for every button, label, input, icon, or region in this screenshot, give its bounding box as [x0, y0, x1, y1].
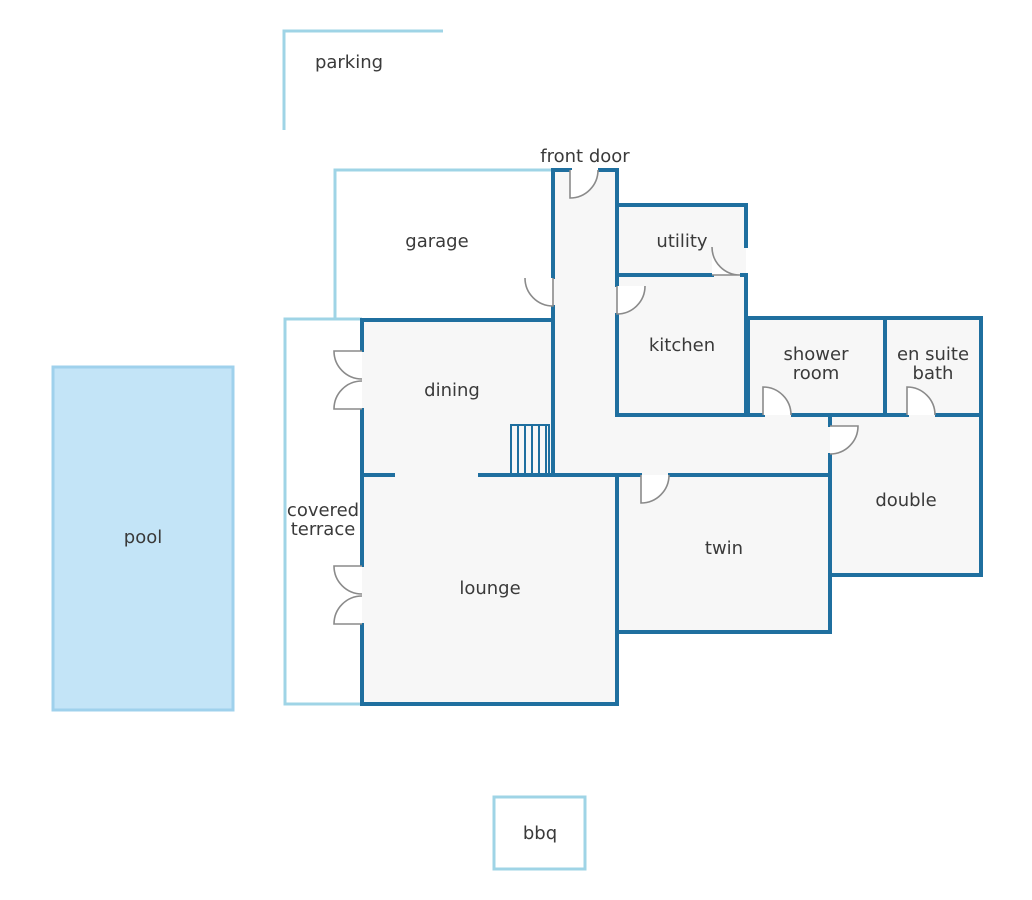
twin-door-icon — [640, 474, 670, 504]
label-en-suite-line2: bath — [913, 363, 954, 384]
label-kitchen: kitchen — [649, 335, 715, 356]
room-fills — [362, 170, 981, 703]
label-garage: garage — [405, 231, 468, 252]
kitchen-door-icon — [616, 285, 646, 315]
bbq-outline — [492, 795, 587, 871]
pool — [51, 365, 235, 712]
double-door-icon — [829, 425, 859, 455]
label-dining: dining — [424, 380, 480, 401]
label-parking: parking — [315, 52, 383, 73]
shower-door-icon — [762, 386, 792, 416]
label-en-suite-line1: en suite — [897, 344, 969, 365]
label-twin: twin — [705, 538, 743, 559]
label-utility: utility — [656, 231, 708, 252]
garage-door-icon — [524, 277, 554, 307]
doors — [333, 169, 936, 625]
label-front-door: front door — [540, 146, 630, 167]
label-lounge: lounge — [459, 578, 520, 599]
label-shower-room-line1: shower — [784, 344, 850, 365]
covered-terrace-outline — [283, 317, 362, 706]
lounge-terrace-door-top-icon — [333, 565, 363, 595]
labels: parking front door garage utility kitche… — [124, 52, 969, 844]
label-pool: pool — [124, 527, 162, 548]
lounge-terrace-door-bottom-icon — [333, 595, 363, 625]
label-covered-terrace-line2: terrace — [291, 519, 356, 540]
label-shower-room-line2: room — [793, 363, 840, 384]
outdoor-outlines — [282, 29, 587, 871]
front-door-icon — [569, 169, 599, 199]
parking-outline — [282, 29, 443, 130]
garage-outline — [333, 168, 553, 318]
en-suite-door-icon — [906, 386, 936, 416]
dining-terrace-door-top-icon — [333, 350, 363, 380]
label-bbq: bbq — [523, 823, 557, 844]
label-covered-terrace-line1: covered — [287, 500, 359, 521]
dining-terrace-door-bottom-icon — [333, 380, 363, 410]
utility-door-icon — [711, 246, 741, 276]
stairs — [510, 424, 550, 476]
label-double: double — [875, 490, 936, 511]
